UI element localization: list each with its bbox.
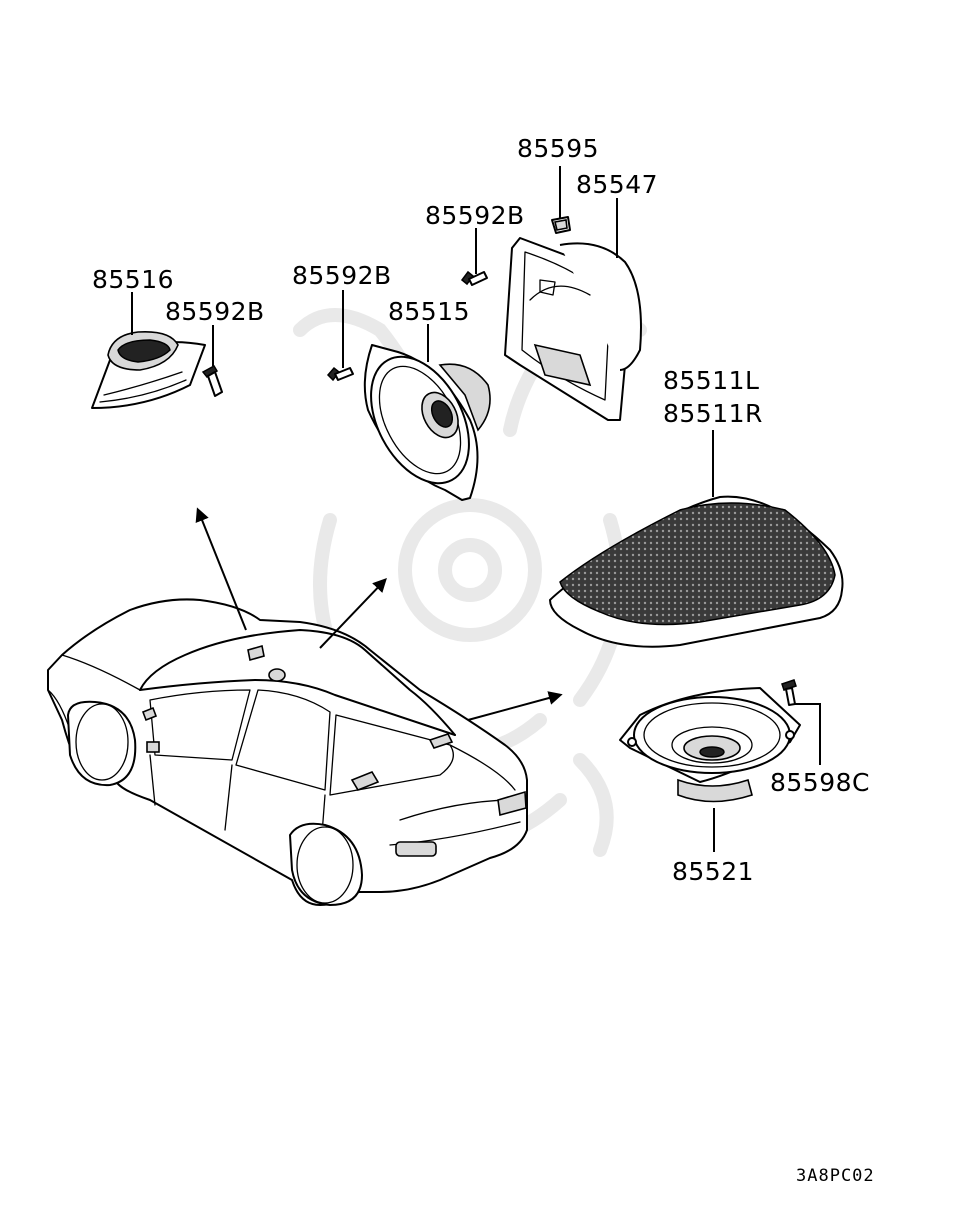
screw-85592b-front-illustration	[326, 366, 354, 382]
label-85521: 85521	[672, 857, 754, 886]
label-85598c: 85598C	[770, 768, 870, 797]
label-85516: 85516	[92, 265, 174, 294]
arrow-to-rear-deck-speaker	[195, 507, 247, 631]
arrow-to-rear-speaker	[467, 691, 563, 721]
label-85592b-small: 85592B	[165, 297, 265, 326]
label-85547: 85547	[576, 170, 658, 199]
grille-85511-illustration	[549, 495, 844, 648]
car-body-illustration	[47, 598, 528, 906]
arrow-to-front-speaker	[319, 577, 387, 649]
label-85511l: 85511L	[663, 366, 759, 395]
screw-85598c-illustration	[781, 679, 797, 706]
speaker-85516-illustration	[91, 330, 206, 409]
label-85592b-front: 85592B	[292, 261, 392, 290]
label-85511r: 85511R	[663, 399, 763, 428]
speaker-85521-illustration	[619, 687, 801, 803]
bracket-85547-illustration	[504, 237, 642, 421]
diagram-code: 3A8PC02	[796, 1166, 875, 1186]
label-85595: 85595	[517, 134, 599, 163]
screw-85592b-small-illustration	[201, 364, 223, 397]
speaker-85515-illustration	[363, 344, 491, 501]
clip-85595-illustration	[551, 216, 571, 234]
label-85592b-bracket: 85592B	[425, 201, 525, 230]
leader-85598c	[795, 703, 821, 765]
screw-85592b-bracket-illustration	[460, 270, 488, 286]
label-85515: 85515	[388, 297, 470, 326]
